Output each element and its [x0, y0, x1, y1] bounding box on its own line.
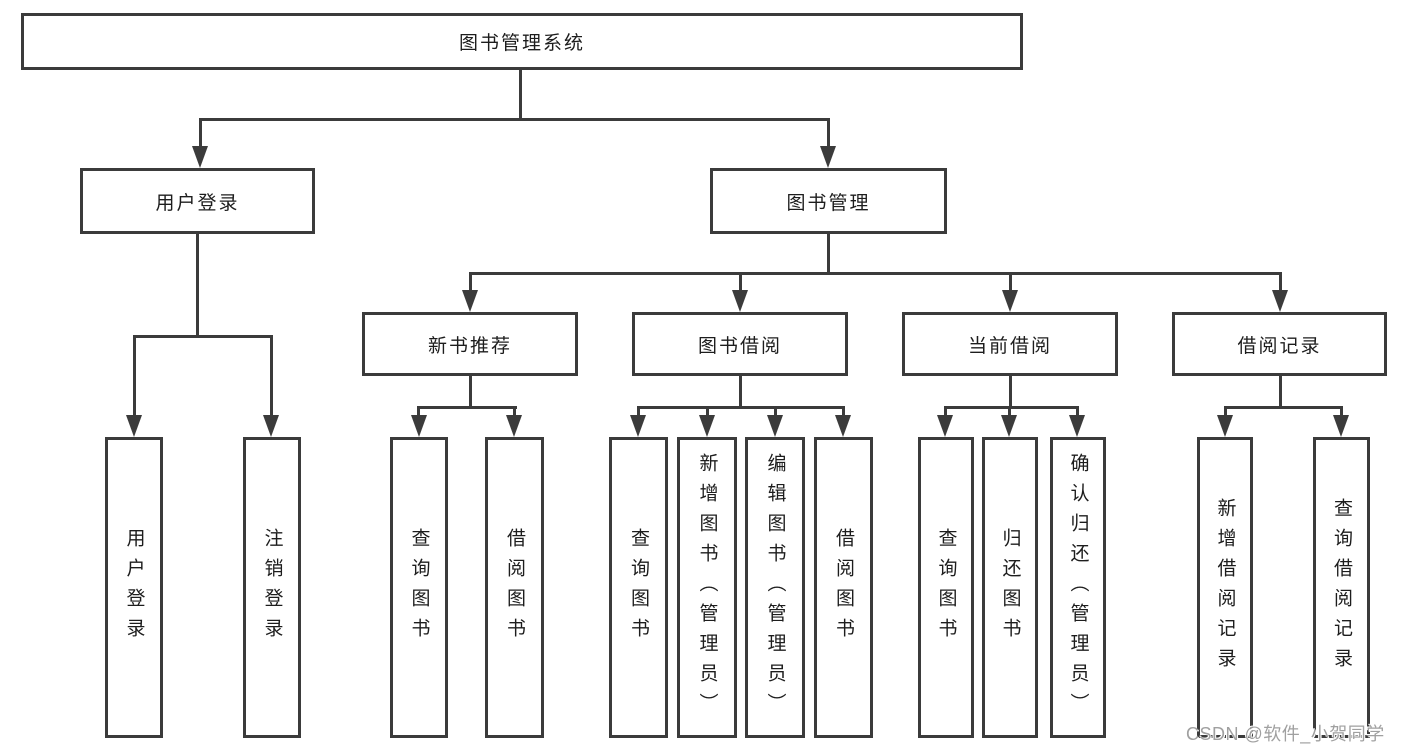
connector-line: [1008, 409, 1011, 415]
connector-line: [270, 338, 273, 415]
node-borrowing-records: 借阅记录: [1172, 312, 1387, 376]
connector-line: [469, 275, 472, 290]
connector-line: [1009, 275, 1012, 290]
node-book-management: 图书管理: [710, 168, 947, 234]
arrow-down-icon: [1002, 290, 1018, 312]
connector-line: [519, 69, 522, 118]
arrow-down-icon: [937, 415, 953, 437]
arrow-down-icon: [1001, 415, 1017, 437]
arrow-down-icon: [835, 415, 851, 437]
arrow-down-icon: [767, 415, 783, 437]
leaf-query-books-recommend: 查询图书: [390, 437, 448, 738]
arrow-down-icon: [1272, 290, 1288, 312]
leaf-confirm-return-admin: 确认归还（管理员）: [1050, 437, 1106, 738]
connector-line: [469, 376, 472, 406]
leaf-query-books-borrowing: 查询图书: [609, 437, 668, 738]
arrow-down-icon: [506, 415, 522, 437]
connector-line: [196, 233, 199, 335]
watermark: CSDN @软件_小贺同学: [1186, 724, 1385, 744]
arrow-down-icon: [820, 146, 836, 168]
leaf-borrow-books-borrowing: 借阅图书: [814, 437, 873, 738]
node-current-borrowing: 当前借阅: [902, 312, 1118, 376]
connector-line: [1076, 409, 1079, 415]
connector-line: [1340, 409, 1343, 415]
connector-line: [944, 406, 1079, 409]
node-root: 图书管理系统: [21, 13, 1023, 70]
arrow-down-icon: [1217, 415, 1233, 437]
leaf-add-borrow-record: 新增借阅记录: [1197, 437, 1253, 738]
connector-line: [1279, 376, 1282, 406]
connector-line: [417, 409, 420, 415]
leaf-query-books-current: 查询图书: [918, 437, 974, 738]
connector-line: [1279, 275, 1282, 290]
node-user-login: 用户登录: [80, 168, 315, 234]
connector-line: [469, 272, 1282, 275]
connector-line: [637, 409, 640, 415]
leaf-edit-books-admin: 编辑图书（管理员）: [745, 437, 805, 738]
arrow-down-icon: [192, 146, 208, 168]
leaf-logout: 注销登录: [243, 437, 301, 738]
leaf-return-books: 归还图书: [982, 437, 1038, 738]
connector-line: [706, 409, 709, 415]
arrow-down-icon: [1333, 415, 1349, 437]
arrow-down-icon: [1069, 415, 1085, 437]
arrow-down-icon: [699, 415, 715, 437]
arrow-down-icon: [732, 290, 748, 312]
connector-line: [827, 121, 830, 146]
connector-line: [774, 409, 777, 415]
arrow-down-icon: [462, 290, 478, 312]
connector-line: [637, 406, 845, 409]
connector-line: [842, 409, 845, 415]
leaf-borrow-books-recommend: 借阅图书: [485, 437, 544, 738]
connector-line: [827, 234, 830, 272]
connector-line: [417, 406, 517, 409]
connector-line: [133, 335, 273, 338]
connector-line: [513, 409, 516, 415]
connector-line: [944, 409, 947, 415]
connector-line: [133, 338, 136, 415]
leaf-query-borrow-record: 查询借阅记录: [1313, 437, 1370, 738]
connector-line: [739, 376, 742, 406]
leaf-add-books-admin: 新增图书（管理员）: [677, 437, 737, 738]
leaf-user-login: 用户登录: [105, 437, 163, 738]
connector-line: [199, 121, 202, 146]
node-new-book-recommend: 新书推荐: [362, 312, 578, 376]
arrow-down-icon: [630, 415, 646, 437]
connector-line: [739, 275, 742, 290]
connector-line: [199, 118, 830, 121]
arrow-down-icon: [411, 415, 427, 437]
connector-line: [1224, 406, 1343, 409]
connector-line: [1224, 409, 1227, 415]
arrow-down-icon: [126, 415, 142, 437]
arrow-down-icon: [263, 415, 279, 437]
connector-line: [1009, 376, 1012, 406]
node-book-borrowing: 图书借阅: [632, 312, 848, 376]
